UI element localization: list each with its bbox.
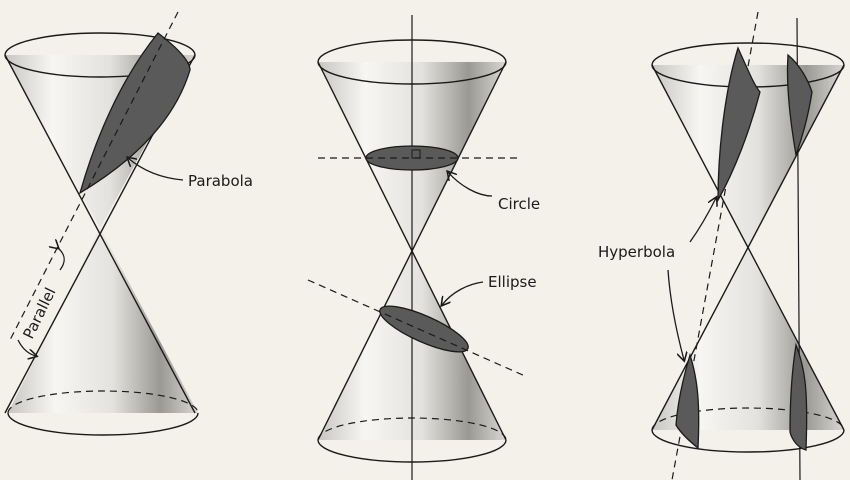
hyperbola-lower-right — [789, 342, 808, 451]
hyperbola-arrow-up — [689, 198, 716, 243]
ellipse-plane — [307, 279, 526, 377]
base-front — [7, 412, 199, 436]
base-back — [7, 390, 199, 414]
circle-arrow — [448, 172, 493, 197]
base-back — [651, 407, 845, 431]
right-angle-mark — [411, 149, 421, 159]
parabola-label: Parabola — [188, 172, 253, 190]
parabola-arrow — [128, 158, 184, 181]
parallel-arrow-top — [58, 248, 65, 271]
parabola-section — [78, 32, 191, 195]
ellipse-section — [379, 305, 469, 353]
cutting-plane-line — [9, 11, 179, 341]
parallel-arrow-bottom — [17, 339, 36, 356]
circle-label: Circle — [498, 195, 540, 213]
base-front — [651, 429, 845, 453]
hyperbola-label: Hyperbola — [598, 243, 675, 261]
hyperbola-lower-left — [675, 352, 700, 450]
cone-circle-ellipse: Circle Ellipse — [307, 15, 540, 480]
ellipse-arrow — [442, 281, 484, 305]
hyperbola-upper-left — [717, 46, 761, 203]
lower-nappe — [8, 228, 198, 413]
cone-parabola: Parabola Parallel — [4, 11, 253, 436]
ellipse-label: Ellipse — [488, 273, 537, 291]
hyperbola-upper-right — [786, 53, 813, 158]
cone-hyperbola: Hyperbola — [598, 11, 845, 480]
generator-right — [651, 64, 845, 431]
hyperbola-arrow-down — [667, 269, 684, 360]
